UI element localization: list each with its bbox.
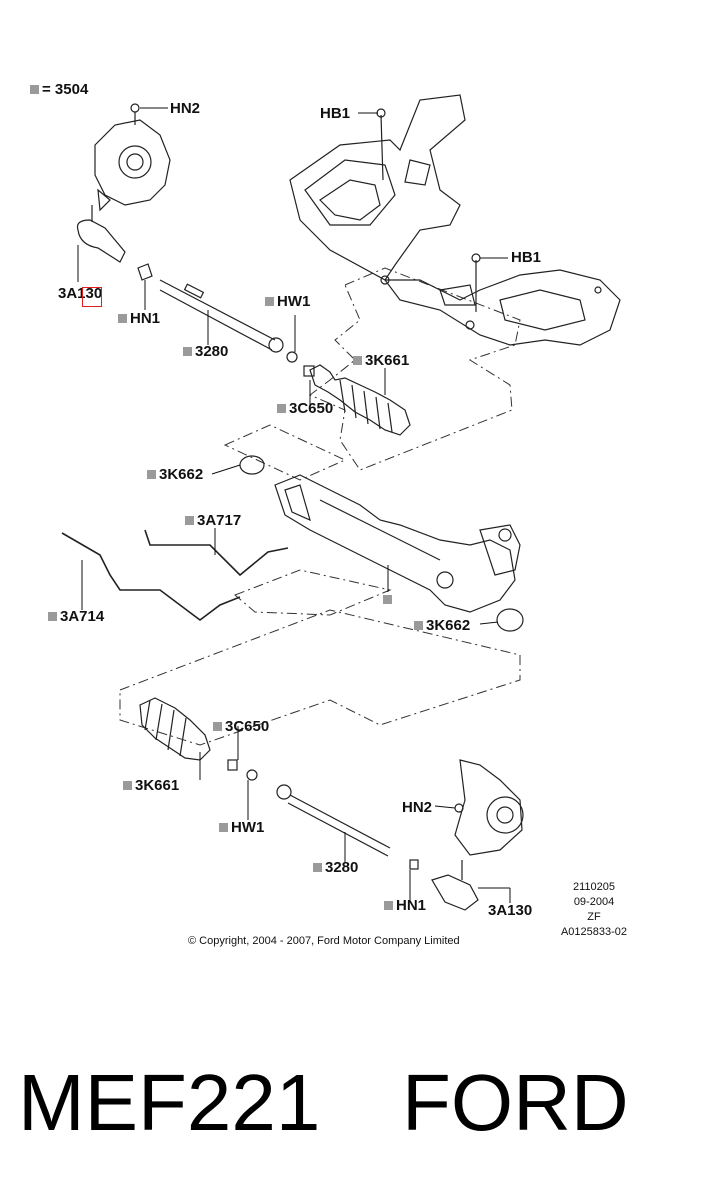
steering-gear-housing [274,474,521,613]
part-square-icon [123,781,132,790]
callout-hn1-top-text: HN1 [130,310,161,327]
part-square-icon [183,347,192,356]
callout-hn1-bottom: HN1 [384,898,426,914]
reference-line-3: ZF [587,911,601,923]
callout-3a130-top: 3A130 [58,285,103,302]
callout-3k662-left-text: 3K662 [159,466,204,483]
callout-3k662-right: 3K662 [414,618,470,634]
grouping-outlines [119,267,521,746]
reference-line-4: A0125833-02 [560,926,628,938]
legend-text: = 3504 [42,81,89,98]
callout-3280-bottom-text: 3280 [325,859,359,876]
part-square-icon [213,722,222,731]
part-square-icon [185,516,194,525]
reference-line-1: 2110205 [572,881,615,893]
reference-line-2: 09-2004 [573,896,615,908]
part-square-icon [118,314,127,323]
part-square-icon [384,901,393,910]
callout-hn1-bottom-text: HN1 [396,897,427,914]
callout-hn1-top: HN1 [118,311,160,327]
pressure-line-3a714 [61,532,241,621]
steering-knuckle-bottom [454,759,524,856]
part-square-icon [48,612,57,621]
callout-hw1-top: HW1 [265,294,310,310]
callout-3a714: 3A714 [48,609,104,625]
part-square-icon [277,404,286,413]
part-square-icon [383,595,392,604]
callout-3504-square [383,592,395,608]
steering-knuckle-top [94,103,171,212]
bellows-boot-bottom [139,697,238,771]
copyright-notice: © Copyright, 2004 - 2007, Ford Motor Com… [188,935,460,947]
steering-rack-exploded-diagram [61,94,621,911]
pressure-line-3a717 [144,529,289,577]
callout-hn2-top: HN2 [170,100,201,117]
callout-hw1-bottom: HW1 [219,820,264,836]
callout-3k661-top-text: 3K661 [365,352,410,369]
legend-square-icon [30,85,39,94]
part-square-icon [147,470,156,479]
part-square-icon [414,621,423,630]
callout-3c650-top-text: 3C650 [289,400,334,417]
callout-hw1-bottom-text: HW1 [231,819,265,836]
legend-3504: = 3504 [30,82,88,98]
callout-hb1-top: HB1 [320,105,351,122]
callout-3280-bottom: 3280 [313,860,358,876]
callout-3k661-top: 3K661 [353,353,409,369]
tie-rod-end-bottom [431,860,479,911]
reference-block: 2110205 09-2004 ZF A0125833-02 [556,880,632,940]
callout-hw1-top-text: HW1 [277,293,311,310]
part-square-icon [353,356,362,365]
hb1-bolt-top [376,108,386,181]
callout-3a717-text: 3A717 [197,512,242,529]
callout-3k661-bottom: 3K661 [123,778,179,794]
subframe [289,94,621,346]
callout-3a714-text: 3A714 [60,608,105,625]
callout-3c650-bottom: 3C650 [213,719,269,735]
callout-3k662-left: 3K662 [147,467,203,483]
part-square-icon [313,863,322,872]
part-square-icon [219,823,228,832]
leader-lines [77,107,511,903]
part-square-icon [265,297,274,306]
highlight-marker [82,287,102,307]
callout-3c650-top: 3C650 [277,401,333,417]
callout-3a130-bottom: 3A130 [488,902,533,919]
inner-tie-rod-bottom [246,769,419,870]
tie-rod-end-top [76,205,153,281]
callout-3k662-right-text: 3K662 [426,617,471,634]
bellows-boot-top [303,364,411,436]
brand-name: FORD [402,1058,629,1147]
inner-tie-rod-top [159,279,298,363]
callout-3k661-bottom-text: 3K661 [135,777,180,794]
clamp-right [496,608,524,632]
callout-3a717: 3A717 [185,513,241,529]
hb1-bolt-mid [471,253,481,312]
part-model-number: MEF221 [18,1058,321,1147]
callout-3280-top: 3280 [183,344,228,360]
callout-3280-top-text: 3280 [195,343,229,360]
callout-hn2-bottom: HN2 [402,799,433,816]
clamp-left [239,455,265,475]
callout-hb1-mid: HB1 [511,249,542,266]
callout-3c650-bottom-text: 3C650 [225,718,270,735]
